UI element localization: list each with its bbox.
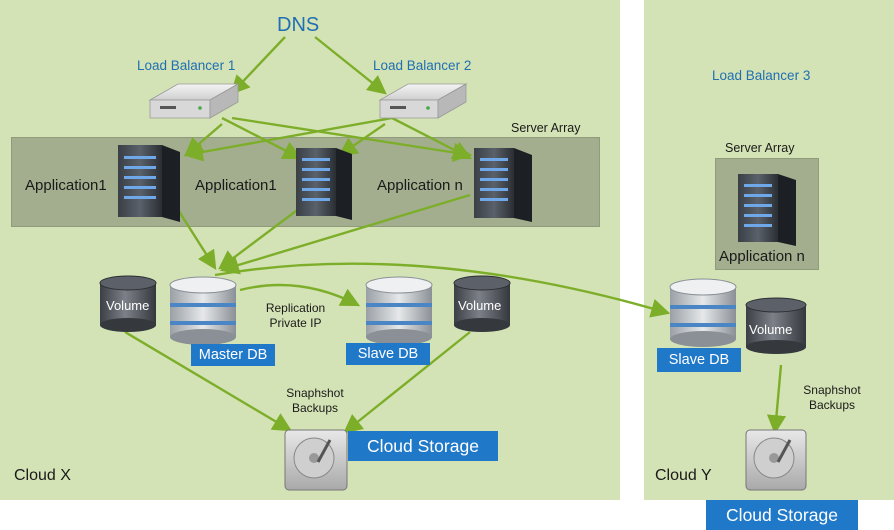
server-array-x-label: Server Array	[511, 121, 581, 135]
application-y-label: Application n	[719, 248, 805, 265]
cloud-storage-y-drive-icon	[745, 429, 807, 491]
slave-db-y-icon	[669, 278, 737, 347]
slave-db-y-badge: Slave DB	[657, 348, 741, 372]
cloud-storage-x-badge: Cloud Storage	[348, 431, 498, 461]
master-db-badge: Master DB	[191, 344, 275, 366]
cloud-storage-x-drive-icon	[284, 429, 348, 491]
snapshot-backups-y-label: Snaphshot Backups	[803, 383, 861, 412]
app-server-n-icon	[474, 148, 532, 222]
dns-title: DNS	[277, 14, 320, 36]
app-server-1-icon	[118, 145, 180, 222]
connection-arrows	[124, 36, 787, 435]
application-n-label: Application n	[377, 177, 463, 194]
load-balancer-1-icon	[148, 83, 240, 119]
cloud-x-name: Cloud X	[14, 467, 71, 484]
volume-left-icon	[99, 275, 157, 332]
volume-y-icon	[745, 297, 807, 354]
master-db-icon	[169, 276, 237, 345]
cloud-storage-y-badge: Cloud Storage	[706, 500, 858, 530]
load-balancer-1-label: Load Balancer 1	[137, 58, 236, 73]
cloud-x-region	[0, 0, 620, 500]
volume-left-label: Volume	[106, 298, 150, 313]
replication-label: Replication Private IP	[265, 301, 326, 330]
server-array-y-label: Server Array	[725, 141, 795, 155]
volume-right-label: Volume	[458, 298, 502, 313]
volume-y-label: Volume	[749, 322, 793, 337]
cloud-y-name: Cloud Y	[655, 467, 712, 484]
load-balancer-3-label: Load Balancer 3	[712, 68, 811, 83]
application-2-label: Application1	[195, 177, 277, 194]
app-server-2-icon	[296, 148, 352, 220]
app-server-y-icon	[738, 174, 796, 246]
volume-right-icon	[453, 275, 511, 332]
slave-db-x-badge: Slave DB	[346, 343, 430, 365]
application-1-label: Application1	[25, 177, 107, 194]
slave-db-x-icon	[365, 276, 433, 345]
load-balancer-2-icon	[378, 83, 468, 119]
snapshot-backups-x-label: Snaphshot Backups	[286, 386, 344, 415]
load-balancer-2-label: Load Balancer 2	[373, 58, 472, 73]
